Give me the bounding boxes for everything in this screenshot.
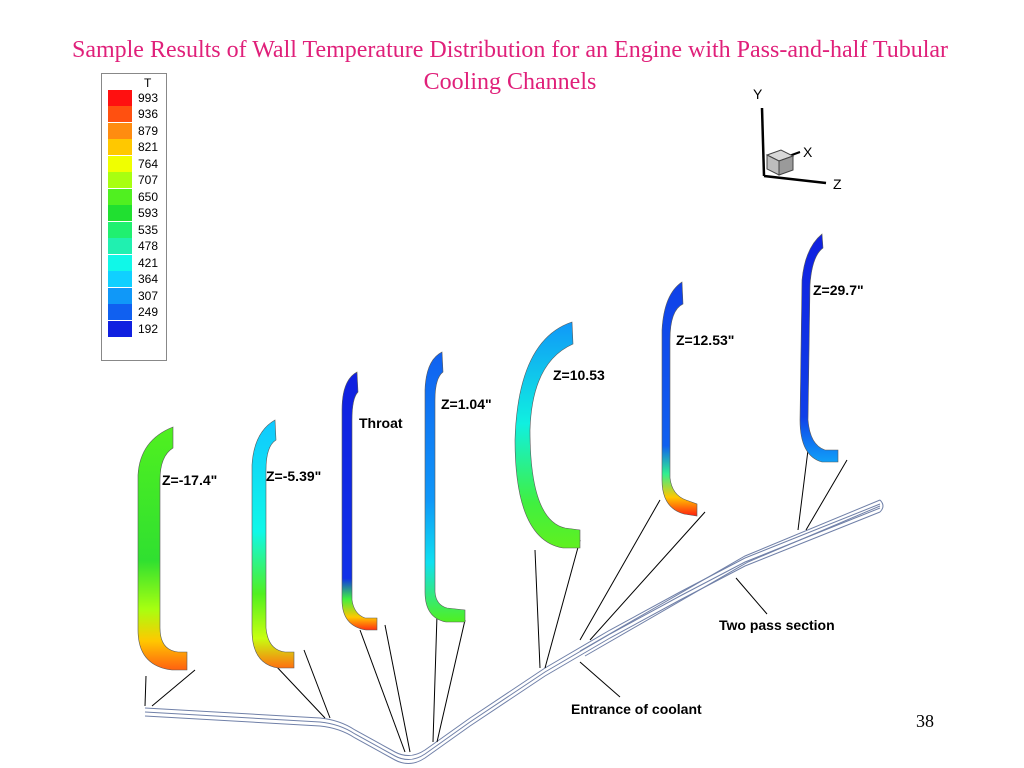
channel-path [144, 499, 884, 764]
leader-line [432, 614, 438, 743]
channel-line-1 [144, 503, 881, 756]
section-label: Z=10.53 [553, 367, 605, 383]
leader-line [144, 675, 147, 707]
legend-label: 707 [138, 173, 159, 187]
legend-label: 993 [138, 91, 159, 105]
legend-entry: 364 [106, 271, 166, 287]
legend-label: 364 [138, 272, 159, 286]
legend-swatch [108, 238, 132, 254]
legend-label: 650 [138, 190, 159, 204]
legend-swatch [108, 189, 132, 205]
leader-line [589, 511, 706, 641]
legend-swatch [108, 106, 132, 122]
section-label: Z=29.7" [813, 282, 864, 298]
legend-label: 764 [138, 157, 159, 171]
legend-entry: 650 [106, 189, 166, 205]
leader-line [534, 549, 541, 669]
y-axis-label: Y [753, 86, 763, 102]
leader-line [274, 664, 326, 719]
leader-line [359, 629, 406, 753]
legend-label: 478 [138, 239, 159, 253]
legend-label: 421 [138, 256, 159, 270]
leader-line [384, 624, 411, 753]
slide-number: 38 [916, 711, 934, 731]
legend-label: 307 [138, 289, 159, 303]
legend-label: 936 [138, 107, 159, 121]
section-z-10-53 [514, 321, 581, 549]
legend-entry: 936 [106, 106, 166, 122]
legend-entry: 307 [106, 288, 166, 304]
section-z-1-04 [424, 351, 466, 623]
legend-label: 593 [138, 206, 159, 220]
temperature-legend: T 993 936 879 821 764 707 650 593 535 47… [101, 73, 167, 361]
legend-swatch [108, 321, 132, 337]
section-leader-lines [144, 449, 848, 753]
legend-entry: 879 [106, 123, 166, 139]
legend-swatch [108, 172, 132, 188]
legend-header: T [144, 76, 152, 90]
legend-swatch [108, 304, 132, 320]
channel-line-3 [144, 511, 881, 764]
section-label: Z=12.53" [676, 332, 734, 348]
section-label: Z=-5.39" [266, 468, 321, 484]
annotation-pointer [735, 577, 768, 615]
legend-swatch [108, 156, 132, 172]
axis-triad: Y X Z [753, 86, 842, 192]
section-throat [341, 371, 378, 631]
leader-line [303, 649, 331, 719]
legend-swatch [108, 205, 132, 221]
slide-title: Sample Results of Wall Temperature Distr… [71, 37, 949, 95]
section-z-29-7 [799, 233, 839, 463]
z-axis-label: Z [833, 176, 842, 192]
legend-entry: 764 [106, 156, 166, 172]
leader-line [151, 669, 196, 707]
legend-entry: 421 [106, 255, 166, 271]
legend-swatch [108, 288, 132, 304]
legend-entry: 821 [106, 139, 166, 155]
section-z-12-53 [661, 281, 698, 517]
legend-entry: 478 [106, 238, 166, 254]
second-pass-line-1 [579, 499, 881, 652]
axis-cube-right [778, 155, 794, 176]
legend-swatch [108, 139, 132, 155]
second-pass-line-2 [584, 505, 881, 657]
legend-swatch [108, 271, 132, 287]
leader-line [579, 499, 661, 641]
legend-entry: 593 [106, 205, 166, 221]
annotation-label: Entrance of coolant [571, 701, 702, 717]
leader-line [805, 459, 848, 531]
section-z-17-4 [137, 426, 188, 671]
channel-line-2 [144, 507, 881, 760]
leader-line [797, 449, 809, 531]
x-axis-label: X [803, 144, 813, 160]
annotation-label: Two pass section [719, 617, 835, 633]
section-label: Z=1.04" [441, 396, 492, 412]
channel-end-cap [879, 499, 884, 513]
legend-swatch [108, 123, 132, 139]
leader-line [436, 619, 466, 743]
section-z-5-39 [251, 419, 295, 669]
leader-line [544, 539, 581, 669]
section-label: Z=-17.4" [162, 472, 217, 488]
legend-label: 535 [138, 223, 159, 237]
legend-entry: 707 [106, 172, 166, 188]
legend-entry: 993 [106, 90, 166, 106]
legend-label: 821 [138, 140, 159, 154]
legend-swatch [108, 255, 132, 271]
legend-swatch [108, 222, 132, 238]
z-axis-line [763, 174, 827, 185]
legend-entry: 192 [106, 321, 166, 337]
legend-swatch [108, 90, 132, 106]
legend-label: 879 [138, 124, 159, 138]
legend-entry: 535 [106, 222, 166, 238]
section-label: Throat [359, 415, 403, 431]
legend-entry: 249 [106, 304, 166, 320]
annotation-pointer [579, 661, 621, 698]
legend-label: 192 [138, 322, 159, 336]
annotation-two-pass: Two pass section [719, 577, 835, 633]
legend-label: 249 [138, 305, 159, 319]
y-axis-line [760, 107, 766, 177]
annotation-entrance: Entrance of coolant [571, 661, 702, 717]
